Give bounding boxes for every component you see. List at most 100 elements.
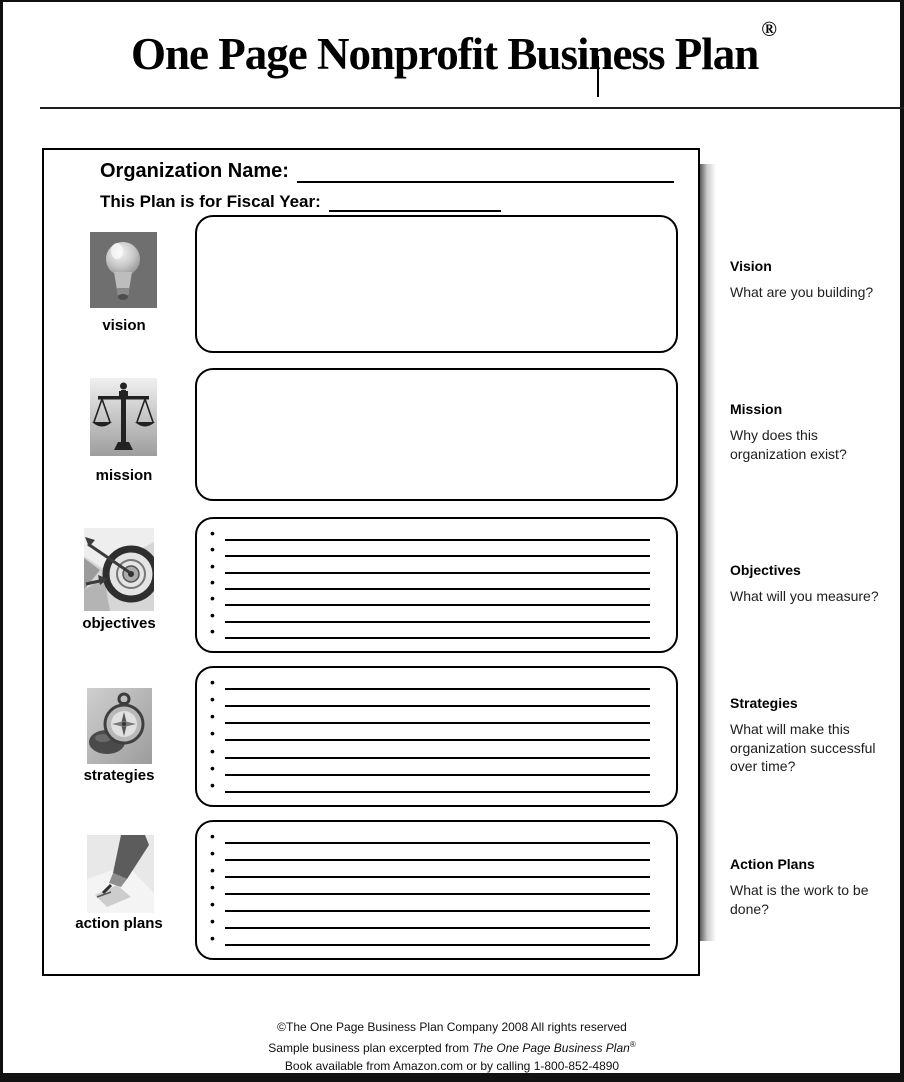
bullet-line: •	[210, 896, 650, 912]
bullet-icon: •	[210, 776, 215, 793]
footer-source-prefix: Sample business plan excerpted from	[268, 1041, 473, 1055]
plan-form: Organization Name: This Plan is for Fisc…	[42, 148, 700, 976]
writing-line[interactable]	[225, 539, 650, 541]
bullet-icon: •	[210, 930, 215, 946]
text-cursor	[597, 56, 599, 97]
writing-line[interactable]	[225, 927, 650, 929]
annotation-mission-title: Mission	[730, 401, 783, 417]
annotation-action-plans-description: What is the work to be done?	[730, 882, 869, 917]
strategies-input-box[interactable]: •••••••	[195, 666, 678, 807]
page-title-text: One Page Nonprofit Business Plan	[131, 29, 759, 79]
dartboard-icon	[84, 528, 154, 611]
writing-hand-icon	[87, 835, 154, 913]
writing-line[interactable]	[225, 756, 650, 759]
form-shadow	[700, 164, 716, 941]
annotation-mission-description: Why does this organization exist?	[730, 427, 847, 462]
writing-line[interactable]	[225, 722, 650, 725]
writing-line[interactable]	[225, 705, 650, 708]
writing-line[interactable]	[225, 587, 650, 590]
bullet-icon: •	[210, 879, 215, 895]
compass-icon	[87, 688, 152, 764]
bullet-line: •	[210, 930, 650, 946]
writing-line[interactable]	[225, 571, 650, 574]
writing-line[interactable]	[225, 739, 650, 742]
fiscal-year-label: This Plan is for Fiscal Year:	[100, 192, 321, 211]
bullet-line: •	[210, 542, 650, 558]
writing-line[interactable]	[225, 773, 650, 776]
writing-line[interactable]	[225, 790, 650, 793]
annotation-objectives: Objectives What will you measure?	[730, 562, 898, 606]
bullet-icon: •	[210, 862, 215, 878]
annotation-objectives-title: Objectives	[730, 562, 801, 578]
bullet-line: •	[210, 725, 650, 742]
bullet-icon: •	[210, 573, 215, 590]
bullet-line: •	[210, 624, 650, 639]
annotation-strategies-description: What will make this organization success…	[730, 721, 876, 774]
bullet-line: •	[210, 573, 650, 590]
bullet-icon: •	[210, 742, 215, 759]
writing-line[interactable]	[225, 893, 650, 895]
bullet-icon: •	[210, 708, 215, 725]
writing-line[interactable]	[225, 688, 650, 690]
annotation-action-plans-title: Action Plans	[730, 856, 815, 872]
bullet-line: •	[210, 692, 650, 708]
objectives-label: objectives	[82, 615, 156, 632]
annotation-vision: Vision What are you building?	[730, 258, 898, 302]
writing-line[interactable]	[225, 636, 650, 639]
action-plans-image	[87, 835, 154, 913]
bullet-icon: •	[210, 674, 215, 690]
bullet-line: •	[210, 913, 650, 929]
title-divider	[40, 107, 904, 109]
lightbulb-icon	[90, 232, 157, 308]
objectives-input-box[interactable]: •••••••	[195, 517, 678, 653]
writing-line[interactable]	[225, 876, 650, 878]
annotation-strategies-title: Strategies	[730, 695, 798, 711]
bullet-line: •	[210, 828, 650, 844]
bullet-line: •	[210, 674, 650, 690]
bullet-line: •	[210, 742, 650, 759]
bullet-icon: •	[210, 913, 215, 929]
objectives-image	[84, 528, 154, 611]
annotation-strategies: Strategies What will make this organizat…	[730, 695, 898, 776]
footer-registered-mark: ®	[629, 1040, 636, 1049]
writing-line[interactable]	[225, 555, 650, 558]
organization-name-input[interactable]	[296, 161, 674, 183]
footer-copyright: ©The One Page Business Plan Company 2008…	[277, 1020, 627, 1034]
strategies-image	[87, 688, 152, 764]
annotation-vision-title: Vision	[730, 258, 772, 274]
mission-input-box[interactable]	[195, 368, 678, 501]
writing-line[interactable]	[225, 604, 650, 607]
annotation-mission: Mission Why does this organization exist…	[730, 401, 898, 463]
writing-line[interactable]	[225, 620, 650, 623]
organization-name-label: Organization Name:	[100, 160, 289, 182]
bullet-icon: •	[210, 725, 215, 742]
bullet-line: •	[210, 845, 650, 861]
page-border-bottom	[0, 1073, 904, 1082]
footer-book-title: The One Page Business Plan	[472, 1041, 630, 1055]
footer-source: Sample business plan excerpted from The …	[0, 1036, 904, 1057]
writing-line[interactable]	[225, 944, 650, 946]
annotation-objectives-description: What will you measure?	[730, 588, 879, 604]
vision-label: vision	[102, 317, 146, 334]
bullet-line: •	[210, 862, 650, 878]
scales-icon	[90, 378, 157, 456]
bullet-icon: •	[210, 828, 215, 844]
writing-line[interactable]	[225, 910, 650, 912]
footer-availability: Book available from Amazon.com or by cal…	[284, 1059, 620, 1073]
bullet-line: •	[210, 879, 650, 895]
organization-name-row: Organization Name:	[100, 160, 674, 183]
action-plans-label: action plans	[75, 915, 163, 932]
writing-line[interactable]	[225, 842, 650, 844]
bullet-icon: •	[210, 896, 215, 912]
writing-line[interactable]	[225, 859, 650, 861]
footer: ©The One Page Business Plan Company 2008…	[0, 1018, 904, 1075]
bullet-icon: •	[210, 525, 215, 541]
bullet-icon: •	[210, 590, 215, 607]
action-plans-input-box[interactable]: •••••••	[195, 820, 678, 960]
bullet-line: •	[210, 761, 650, 776]
bullet-icon: •	[210, 606, 215, 623]
vision-input-box[interactable]	[195, 215, 678, 353]
bullet-icon: •	[210, 845, 215, 861]
fiscal-year-input[interactable]	[328, 190, 501, 212]
